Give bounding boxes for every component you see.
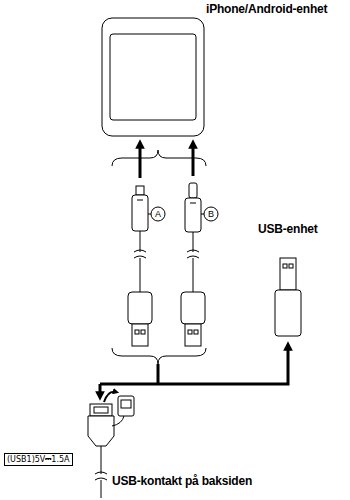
connector-label: USB-kontakt på baksiden (112, 474, 252, 488)
callout-letter: A (151, 207, 165, 221)
device-label: iPhone/Android-enhet (206, 2, 327, 16)
micro-usb-cable (128, 186, 165, 346)
phone (102, 18, 204, 136)
usb-stick (275, 258, 301, 336)
device-label: USB-enhet (258, 222, 318, 236)
arrow-path (100, 346, 288, 396)
brace (112, 348, 206, 364)
callout-letter: B (204, 207, 218, 221)
lightning-cable (181, 183, 218, 346)
rating-text: (USB1)5V⎓1.5A (7, 454, 70, 465)
arrow-up (140, 144, 193, 178)
rating-box: (USB1)5V⎓1.5A (4, 453, 73, 466)
